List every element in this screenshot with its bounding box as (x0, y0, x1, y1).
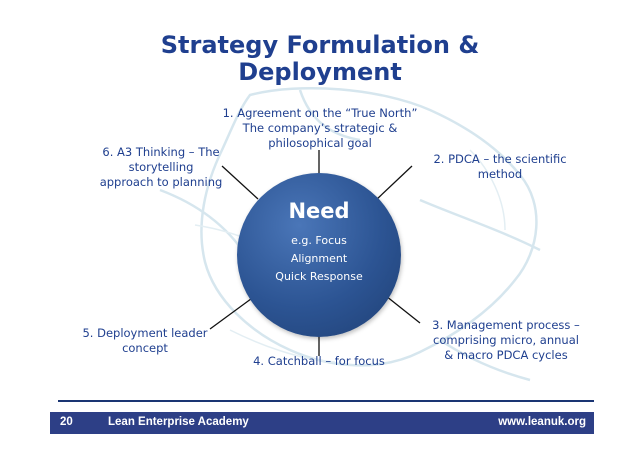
spoke-label-management-process: 3. Management process – comprising micro… (432, 318, 580, 362)
page-number: 20 (60, 416, 73, 428)
hub-line: Quick Response (275, 270, 363, 283)
spoke-line-6 (221, 165, 259, 200)
page-title: Strategy Formulation & Deployment (100, 32, 540, 86)
spoke-label-pdca: 2. PDCA – the scientific method (433, 152, 567, 181)
footer-bar: 20 Lean Enterprise Academy www.leanuk.or… (50, 412, 594, 434)
spoke-label-a3-thinking: 6. A3 Thinking – The storytelling approa… (99, 145, 223, 189)
footer-divider (58, 400, 594, 402)
hub-line: e.g. Focus (291, 234, 347, 247)
organization-name: Lean Enterprise Academy (108, 416, 249, 428)
spoke-line-5 (209, 295, 256, 330)
title-line-2: Deployment (238, 58, 402, 86)
spoke-label-catchball: 4. Catchball – for focus (253, 354, 385, 368)
spoke-label-true-north: 1. Agreement on the “True North” The com… (222, 106, 418, 150)
spoke-line-3 (385, 295, 421, 324)
hub-heading: Need (288, 199, 350, 223)
need-circle: Need e.g. Focus Alignment Quick Response (237, 173, 401, 337)
website-link[interactable]: www.leanuk.org (498, 416, 586, 428)
title-line-1: Strategy Formulation & (160, 31, 480, 59)
hub-line: Alignment (290, 252, 348, 265)
spoke-label-deployment-leader: 5. Deployment leader concept (82, 326, 208, 355)
spoke-line-2 (375, 165, 413, 201)
